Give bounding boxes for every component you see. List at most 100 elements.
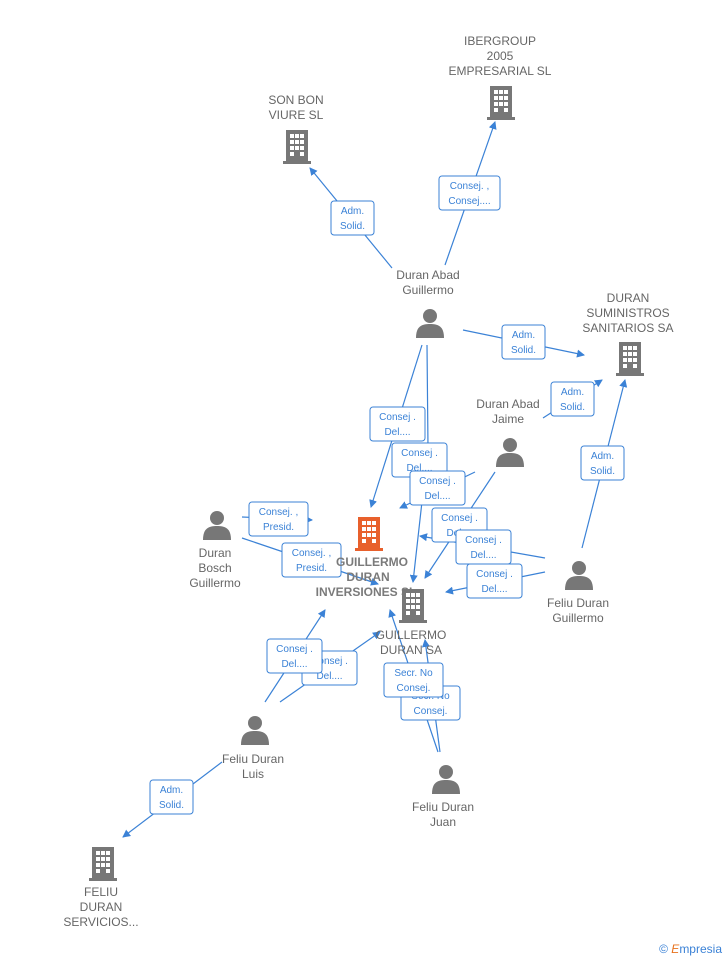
relation-boxes: Consej. , Consej.... Adm. Solid. Adm. Solid… bbox=[149, 175, 625, 815]
svg-text:Consej .: Consej . bbox=[465, 535, 502, 546]
svg-text:Adm.: Adm. bbox=[160, 785, 183, 796]
svg-text:SUMINISTROS: SUMINISTROS bbox=[586, 306, 669, 320]
svg-text:SERVICIOS...: SERVICIOS... bbox=[63, 915, 138, 929]
svg-text:Secr. No: Secr. No bbox=[394, 668, 433, 679]
relation-box[interactable]: Adm.Solid. bbox=[580, 445, 625, 481]
svg-text:Consej....: Consej.... bbox=[448, 196, 490, 207]
svg-text:SANITARIOS SA: SANITARIOS SA bbox=[582, 321, 673, 335]
svg-text:Solid.: Solid. bbox=[511, 345, 536, 356]
main-building-icon bbox=[355, 517, 383, 551]
svg-text:Presid.: Presid. bbox=[296, 563, 327, 574]
svg-text:Duran Abad: Duran Abad bbox=[396, 268, 459, 282]
relation-box[interactable]: Consej . Del.... bbox=[466, 563, 523, 599]
node-ibergroup[interactable]: IBERGROUP 2005 EMPRESARIAL SL bbox=[449, 34, 552, 120]
svg-text:Guillermo: Guillermo bbox=[552, 611, 604, 625]
node-duran-suministros[interactable]: DURAN SUMINISTROS SANITARIOS SA bbox=[582, 291, 674, 376]
relation-box[interactable]: Adm. Solid. bbox=[501, 324, 546, 360]
svg-text:Del....: Del.... bbox=[481, 584, 507, 595]
relation-box[interactable]: Consej. , Consej.... bbox=[438, 175, 501, 211]
svg-text:Adm.: Adm. bbox=[561, 387, 584, 398]
svg-text:IBERGROUP: IBERGROUP bbox=[464, 34, 536, 48]
relation-box[interactable]: Consej . Del.... bbox=[266, 638, 323, 674]
svg-text:Del....: Del.... bbox=[424, 491, 450, 502]
svg-text:Consej. ,: Consej. , bbox=[450, 181, 489, 192]
svg-text:Consej.: Consej. bbox=[397, 683, 431, 694]
svg-text:Consej .: Consej . bbox=[379, 412, 416, 423]
svg-text:Consej .: Consej . bbox=[419, 476, 456, 487]
svg-text:DURAN: DURAN bbox=[607, 291, 650, 305]
svg-text:Duran: Duran bbox=[199, 546, 232, 560]
svg-text:Consej .: Consej . bbox=[276, 644, 313, 655]
svg-text:VIURE SL: VIURE SL bbox=[269, 108, 324, 122]
svg-text:Adm.: Adm. bbox=[341, 206, 364, 217]
svg-text:GUILLERMO: GUILLERMO bbox=[376, 628, 447, 642]
svg-text:Consej .: Consej . bbox=[441, 513, 478, 524]
relation-box[interactable]: Consej . Del.... bbox=[455, 529, 512, 565]
svg-text:Consej. ,: Consej. , bbox=[292, 548, 331, 559]
svg-text:Del....: Del.... bbox=[470, 550, 496, 561]
person-icon bbox=[565, 561, 593, 590]
person-icon bbox=[241, 716, 269, 745]
svg-text:EMPRESARIAL SL: EMPRESARIAL SL bbox=[449, 64, 552, 78]
svg-text:Consej .: Consej . bbox=[311, 656, 348, 667]
relation-box[interactable]: Consej. ,Presid. bbox=[248, 501, 309, 537]
person-icon bbox=[432, 765, 460, 794]
relation-box[interactable]: Consej. , Presid. bbox=[281, 542, 342, 578]
svg-text:GUILLERMO: GUILLERMO bbox=[336, 555, 408, 569]
svg-text:Del....: Del.... bbox=[406, 463, 432, 474]
building-icon bbox=[89, 847, 117, 881]
svg-text:Del....: Del.... bbox=[316, 671, 342, 682]
svg-text:Consej. ,: Consej. , bbox=[259, 507, 298, 518]
brand-name: mpresia bbox=[679, 942, 722, 956]
svg-text:Duran Abad: Duran Abad bbox=[476, 397, 539, 411]
copyright-icon: © bbox=[659, 942, 668, 956]
svg-text:DURAN: DURAN bbox=[80, 900, 123, 914]
svg-text:DURAN SA: DURAN SA bbox=[380, 643, 442, 657]
building-icon bbox=[616, 342, 644, 376]
node-feliu-guillermo[interactable]: Feliu Duran Guillermo bbox=[547, 561, 609, 625]
node-sonbon[interactable]: SON BON VIURE SL bbox=[268, 93, 324, 164]
svg-text:Adm.: Adm. bbox=[512, 330, 535, 341]
node-feliu-juan[interactable]: Feliu Duran Juan bbox=[412, 765, 474, 829]
person-icon bbox=[496, 438, 524, 467]
node-duran-abad-jaime[interactable]: Duran Abad Jaime bbox=[476, 397, 540, 467]
node-duran-bosch[interactable]: Duran Bosch Guillermo bbox=[189, 511, 241, 590]
svg-text:Feliu Duran: Feliu Duran bbox=[547, 596, 609, 610]
svg-text:FELIU: FELIU bbox=[84, 885, 118, 899]
svg-text:SON BON: SON BON bbox=[268, 93, 323, 107]
svg-text:Consej .: Consej . bbox=[401, 448, 438, 459]
svg-text:DURAN: DURAN bbox=[346, 570, 389, 584]
node-duran-abad-guillermo[interactable]: Duran Abad Guillermo bbox=[396, 268, 460, 338]
relation-box[interactable]: Secr. No Consej. bbox=[383, 662, 444, 698]
relation-box[interactable]: Consej . Del.... bbox=[409, 470, 466, 506]
relation-box[interactable]: Consej . Del.... bbox=[369, 406, 426, 442]
svg-text:Solid.: Solid. bbox=[560, 402, 585, 413]
relation-box[interactable]: Adm. Solid. bbox=[149, 779, 194, 815]
svg-text:Bosch: Bosch bbox=[198, 561, 231, 575]
svg-text:Luis: Luis bbox=[242, 767, 264, 781]
node-feliu-luis[interactable]: Feliu Duran Luis bbox=[222, 716, 284, 781]
relation-box[interactable]: Adm. Solid. bbox=[330, 200, 375, 236]
svg-text:Solid.: Solid. bbox=[340, 221, 365, 232]
svg-text:Juan: Juan bbox=[430, 815, 456, 829]
node-guillermo-sa[interactable]: GUILLERMO DURAN SA bbox=[376, 589, 447, 657]
svg-text:Feliu Duran: Feliu Duran bbox=[412, 800, 474, 814]
svg-text:Del....: Del.... bbox=[384, 427, 410, 438]
empresia-logo: © Empresia bbox=[659, 942, 722, 956]
svg-text:Consej.: Consej. bbox=[414, 706, 448, 717]
relation-box[interactable]: Adm. Solid. bbox=[550, 381, 595, 417]
svg-text:Jaime: Jaime bbox=[492, 412, 524, 426]
building-icon bbox=[283, 130, 311, 164]
svg-text:Solid.: Solid. bbox=[159, 800, 184, 811]
building-icon bbox=[399, 589, 427, 623]
svg-text:Del....: Del.... bbox=[281, 659, 307, 670]
svg-text:INVERSIONES SL: INVERSIONES SL bbox=[316, 585, 417, 599]
svg-text:Guillermo: Guillermo bbox=[402, 283, 454, 297]
svg-text:Consej .: Consej . bbox=[476, 569, 513, 580]
node-guillermo-inversiones[interactable]: GUILLERMO DURAN INVERSIONES SL bbox=[316, 517, 417, 599]
node-feliu-servicios[interactable]: FELIU DURAN SERVICIOS... bbox=[63, 847, 139, 929]
svg-text:Adm.: Adm. bbox=[591, 451, 614, 462]
svg-text:2005: 2005 bbox=[487, 49, 514, 63]
svg-text:Feliu Duran: Feliu Duran bbox=[222, 752, 284, 766]
